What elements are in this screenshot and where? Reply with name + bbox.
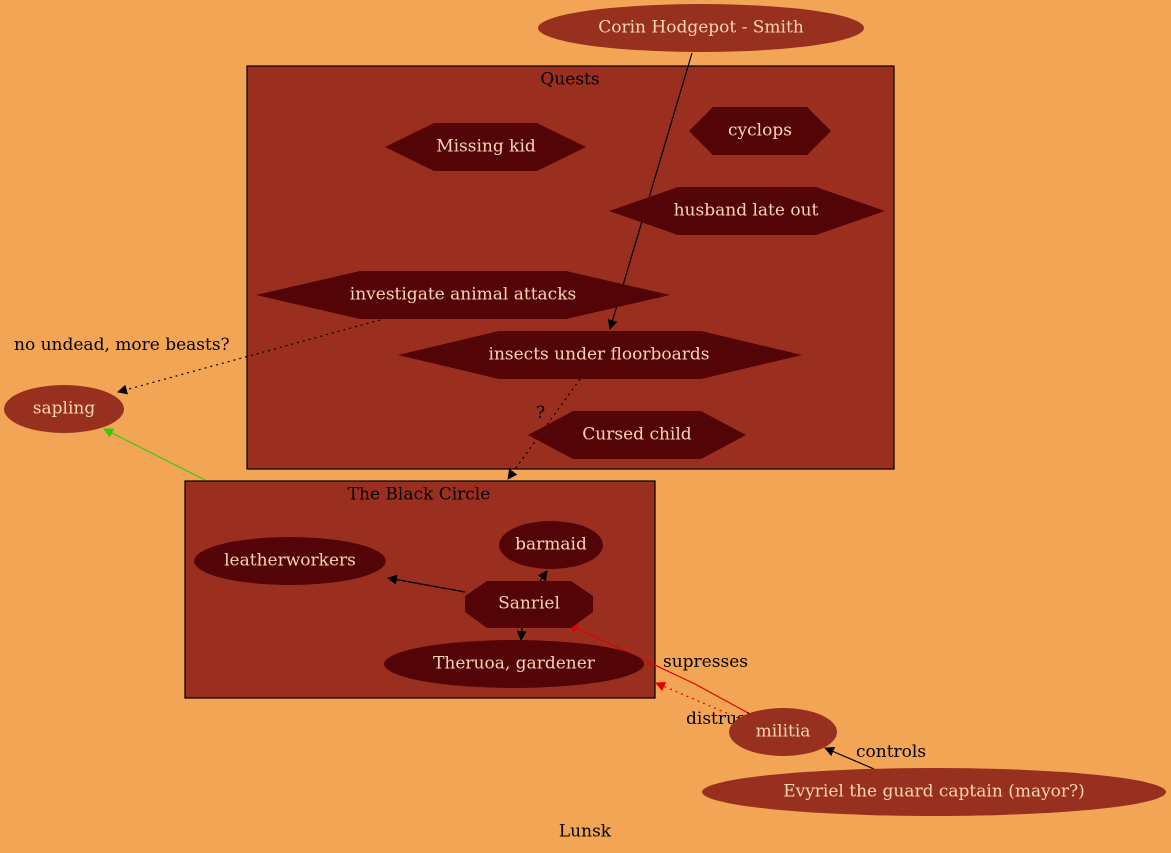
cluster-black-circle-label: The Black Circle <box>348 485 491 505</box>
node-cyclops[interactable]: cyclops <box>689 107 831 155</box>
node-missing-kid[interactable]: Missing kid <box>385 123 586 171</box>
node-corin-label: Corin Hodgepot - Smith <box>598 18 804 38</box>
node-sapling[interactable]: sapling <box>4 385 124 433</box>
node-sanriel-label: Sanriel <box>498 594 560 614</box>
edge-label-supresses: supresses <box>663 652 748 672</box>
node-husband[interactable]: husband late out <box>609 187 885 235</box>
edge-label-no-undead: no undead, more beasts? <box>14 335 230 355</box>
node-militia[interactable]: militia <box>729 708 837 756</box>
node-investigate-label: investigate animal attacks <box>350 285 576 305</box>
node-sanriel[interactable]: Sanriel <box>465 581 593 628</box>
node-evyriel-label: Evyriel the guard captain (mayor?) <box>783 782 1085 802</box>
edge-sanriel-barmaid <box>537 570 548 582</box>
node-leatherworkers-label: leatherworkers <box>224 551 356 571</box>
graph-title: Lunsk <box>559 822 612 842</box>
node-leatherworkers[interactable]: leatherworkers <box>194 537 386 585</box>
node-insects[interactable]: insects under floorboards <box>398 331 802 379</box>
node-theruoa-label: Theruoa, gardener <box>433 654 596 674</box>
node-barmaid-label: barmaid <box>515 535 587 555</box>
node-cursed-child-label: Cursed child <box>582 425 691 445</box>
node-husband-label: husband late out <box>674 201 819 221</box>
node-corin[interactable]: Corin Hodgepot - Smith <box>538 4 864 52</box>
node-cursed-child[interactable]: Cursed child <box>528 411 746 459</box>
cluster-quests-label: Quests <box>540 70 599 90</box>
node-barmaid[interactable]: barmaid <box>499 521 603 569</box>
edge-evyriel-militia <box>824 746 875 770</box>
node-insects-label: insects under floorboards <box>489 345 710 365</box>
edge-sanriel-leatherworkers <box>387 574 466 593</box>
edge-label-controls: controls <box>856 742 926 762</box>
node-investigate[interactable]: investigate animal attacks <box>256 271 670 319</box>
node-evyriel[interactable]: Evyriel the guard captain (mayor?) <box>702 768 1166 816</box>
edge-corin-insects <box>607 52 693 330</box>
edge-black-circle-sapling <box>103 428 206 481</box>
node-theruoa[interactable]: Theruoa, gardener <box>384 640 644 688</box>
edge-militia-sanriel <box>567 623 751 715</box>
edge-sanriel-theruoa <box>516 627 527 641</box>
node-militia-label: militia <box>756 722 811 742</box>
edge-label-question: ? <box>536 403 545 423</box>
node-sapling-label: sapling <box>33 399 96 419</box>
node-missing-kid-label: Missing kid <box>436 137 536 157</box>
node-cyclops-label: cyclops <box>728 121 792 141</box>
